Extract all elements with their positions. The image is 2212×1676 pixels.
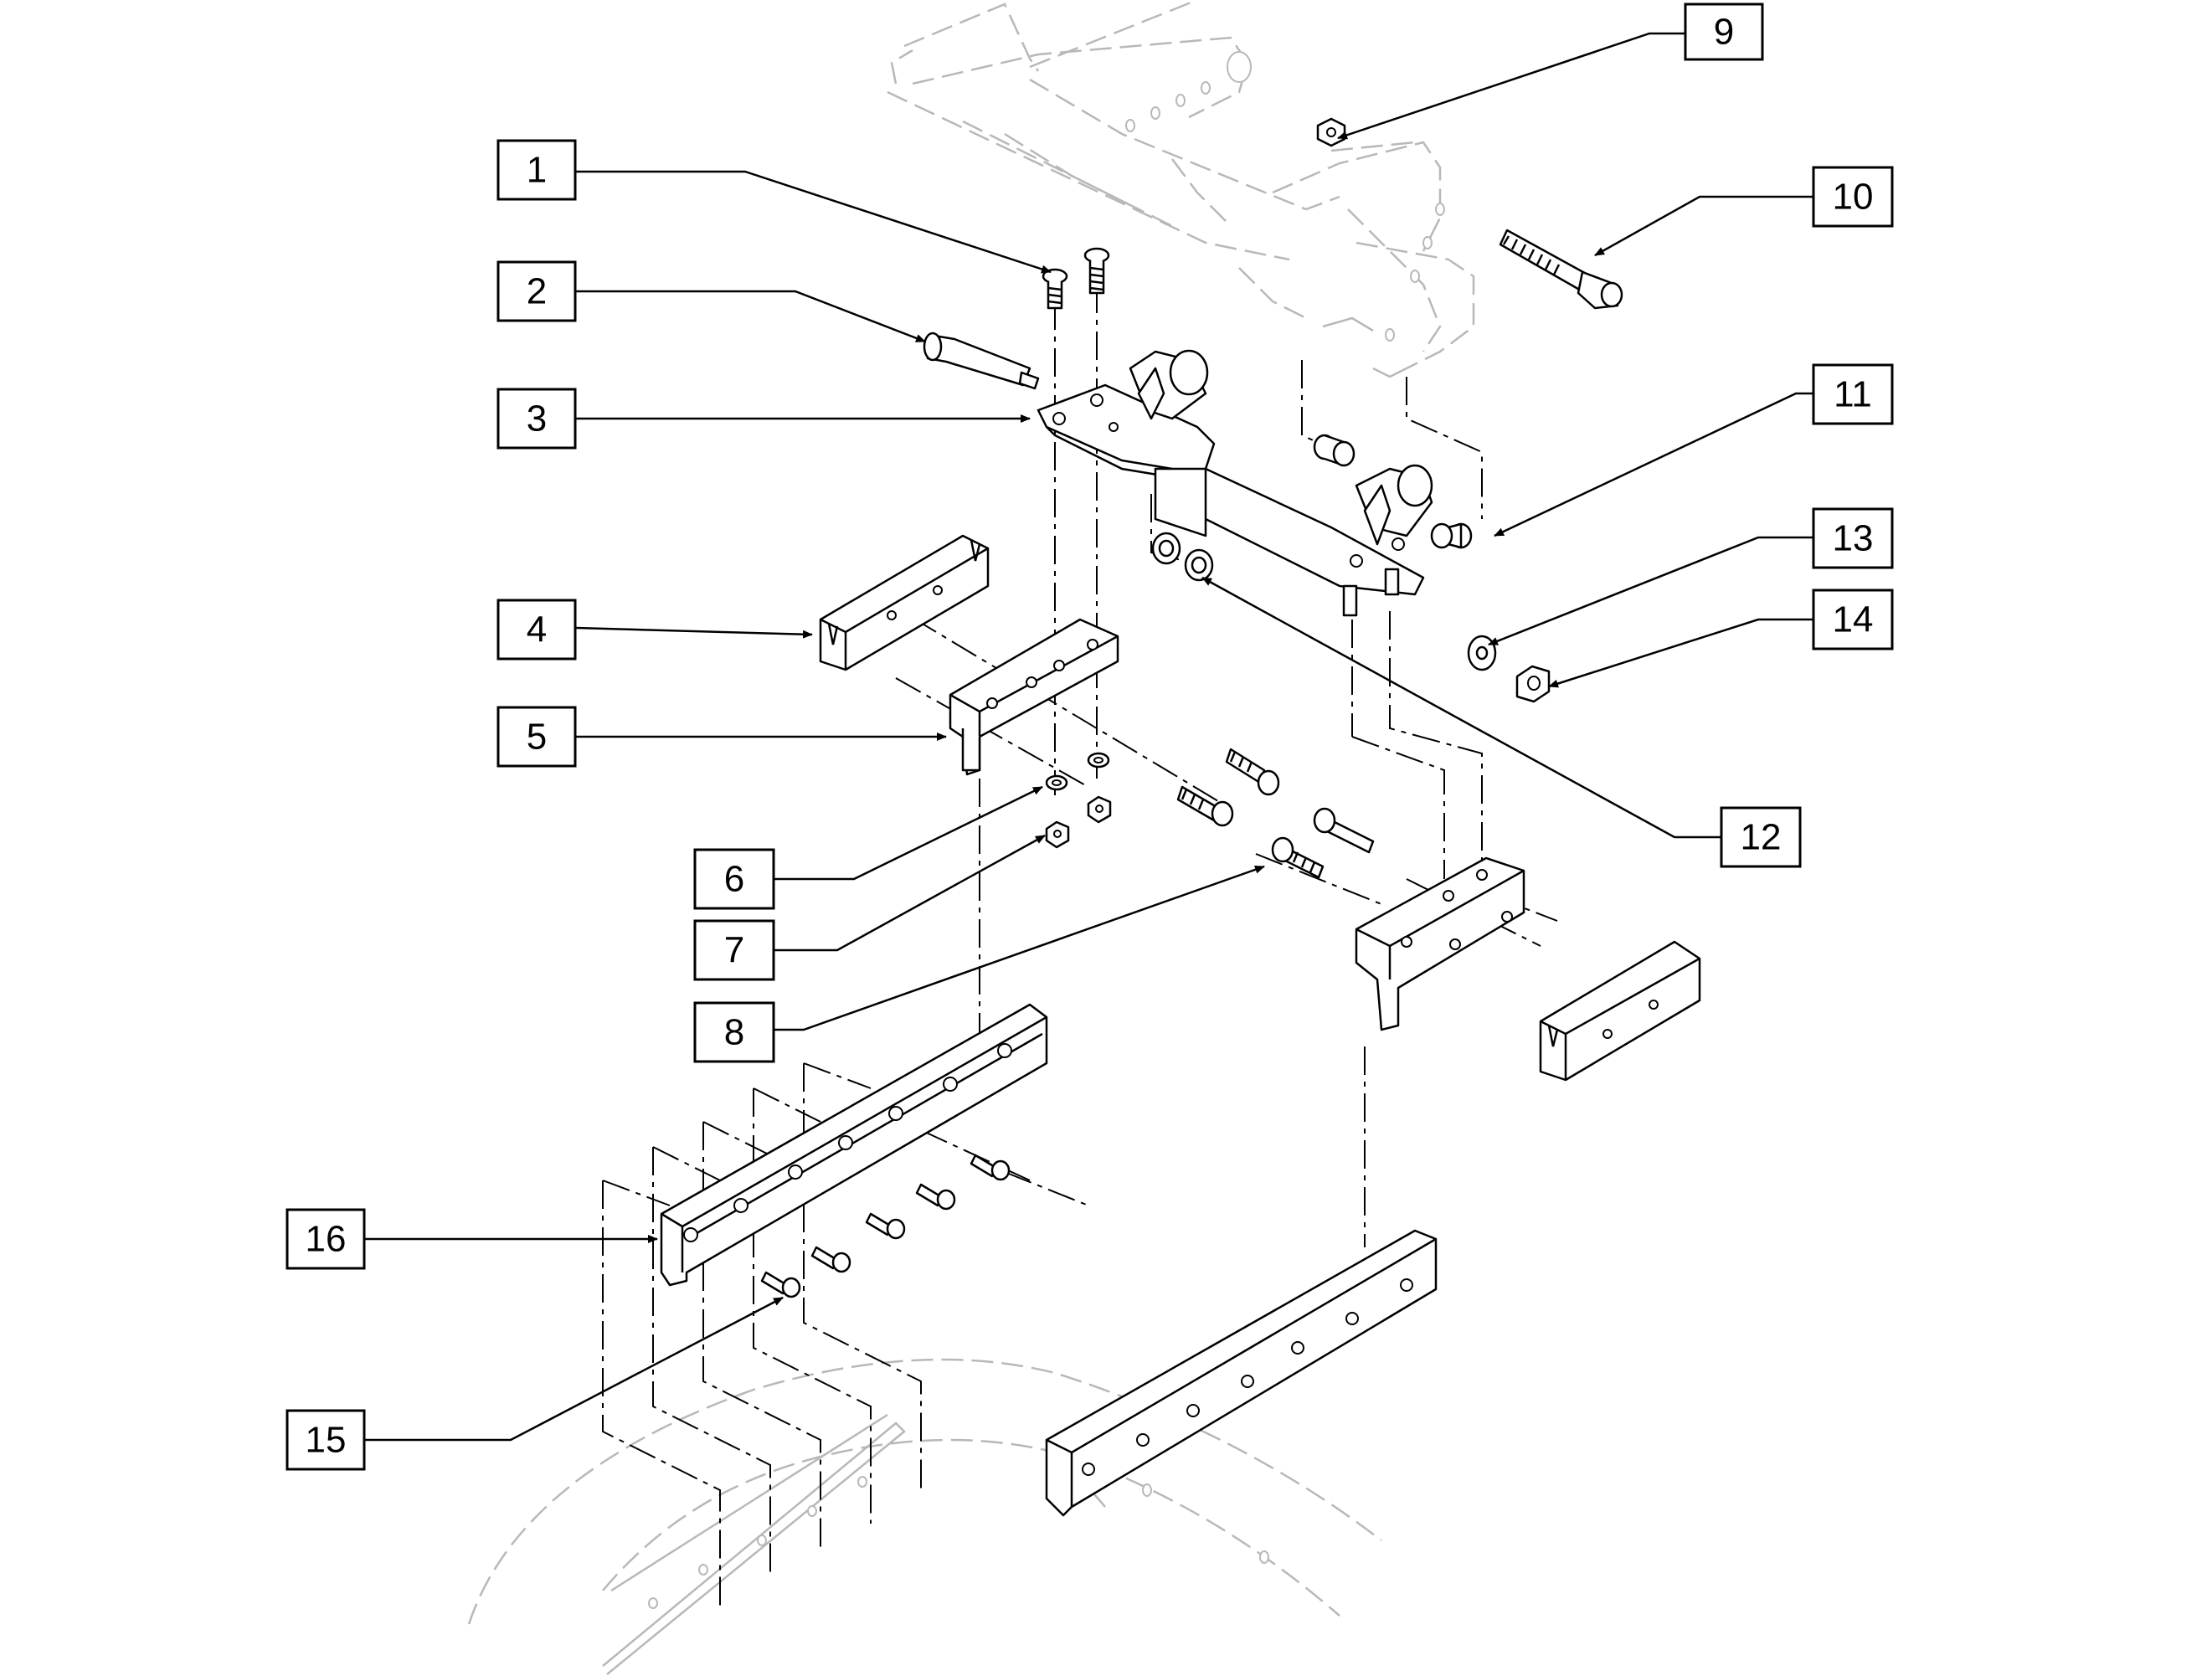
nuts-item-7	[1045, 795, 1112, 849]
callout-label-5: 5	[527, 717, 547, 758]
callout-label-3: 3	[527, 398, 547, 440]
callout-label-13: 13	[1833, 518, 1874, 559]
rail-lower-right	[1045, 1229, 1438, 1517]
bolt-item-10	[1499, 229, 1623, 310]
screws-item-15	[760, 1154, 1011, 1298]
shoulder-bolt-item-2	[923, 332, 1040, 390]
washer-item-13	[1467, 635, 1497, 671]
washers-item-12	[1151, 532, 1214, 582]
nut-item-14	[1515, 665, 1551, 703]
callout-label-16: 16	[306, 1219, 347, 1260]
callout-label-15: 15	[306, 1420, 347, 1461]
callout-1: 1	[496, 139, 577, 201]
callout-label-9: 9	[1714, 12, 1734, 53]
callout-label-2: 2	[527, 271, 547, 312]
rail-item-16	[660, 1003, 1048, 1287]
callout-9: 9	[1684, 3, 1764, 61]
callout-label-4: 4	[527, 609, 547, 650]
nut-item-9	[1316, 117, 1346, 147]
callout-label-14: 14	[1833, 599, 1874, 640]
ghost-frame-top	[887, 0, 1475, 378]
callout-8: 8	[693, 1001, 775, 1063]
callout-6: 6	[693, 848, 775, 910]
callout-11: 11	[1812, 363, 1894, 425]
callout-5: 5	[496, 706, 577, 768]
callout-3: 3	[496, 388, 577, 450]
screw-item-1	[1042, 247, 1110, 310]
slide-block-item-4	[819, 534, 990, 671]
ghost-frame-bottom	[467, 1358, 1382, 1675]
bolts-item-8	[1176, 748, 1375, 879]
callout-10: 10	[1812, 166, 1894, 228]
main-bracket-item-3	[1037, 349, 1433, 596]
callout-label-8: 8	[724, 1012, 744, 1053]
callout-label-12: 12	[1741, 817, 1782, 858]
callout-7: 7	[693, 919, 775, 981]
callout-2: 2	[496, 260, 577, 322]
washers-item-6	[1045, 752, 1110, 791]
leader-lines	[364, 32, 1813, 1442]
bracket-item-5	[949, 618, 1119, 776]
callout-4: 4	[496, 599, 577, 661]
callout-15: 15	[286, 1409, 366, 1471]
callout-label-7: 7	[724, 930, 744, 971]
callout-13: 13	[1812, 507, 1894, 569]
slide-block-right	[1539, 940, 1701, 1082]
callout-label-1: 1	[527, 150, 547, 191]
callout-14: 14	[1812, 589, 1894, 650]
callout-12: 12	[1720, 806, 1802, 868]
bushings-item-11	[1313, 434, 1473, 617]
callout-label-10: 10	[1833, 177, 1874, 218]
callout-label-6: 6	[724, 859, 744, 900]
callout-16: 16	[286, 1208, 366, 1270]
callout-label-11: 11	[1834, 374, 1872, 415]
bracket-right	[1355, 856, 1525, 1031]
